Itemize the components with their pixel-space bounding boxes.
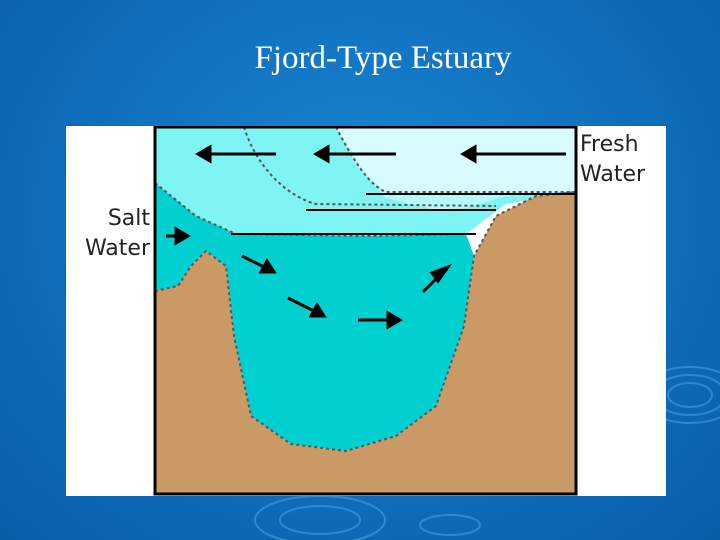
estuary-diagram: Fresh Water Salt Water (66, 126, 666, 496)
salt-water-label: Salt Water (70, 204, 150, 264)
fresh-water-label: Fresh Water (580, 130, 645, 190)
slide-title: Fjord-Type Estuary (0, 40, 720, 77)
